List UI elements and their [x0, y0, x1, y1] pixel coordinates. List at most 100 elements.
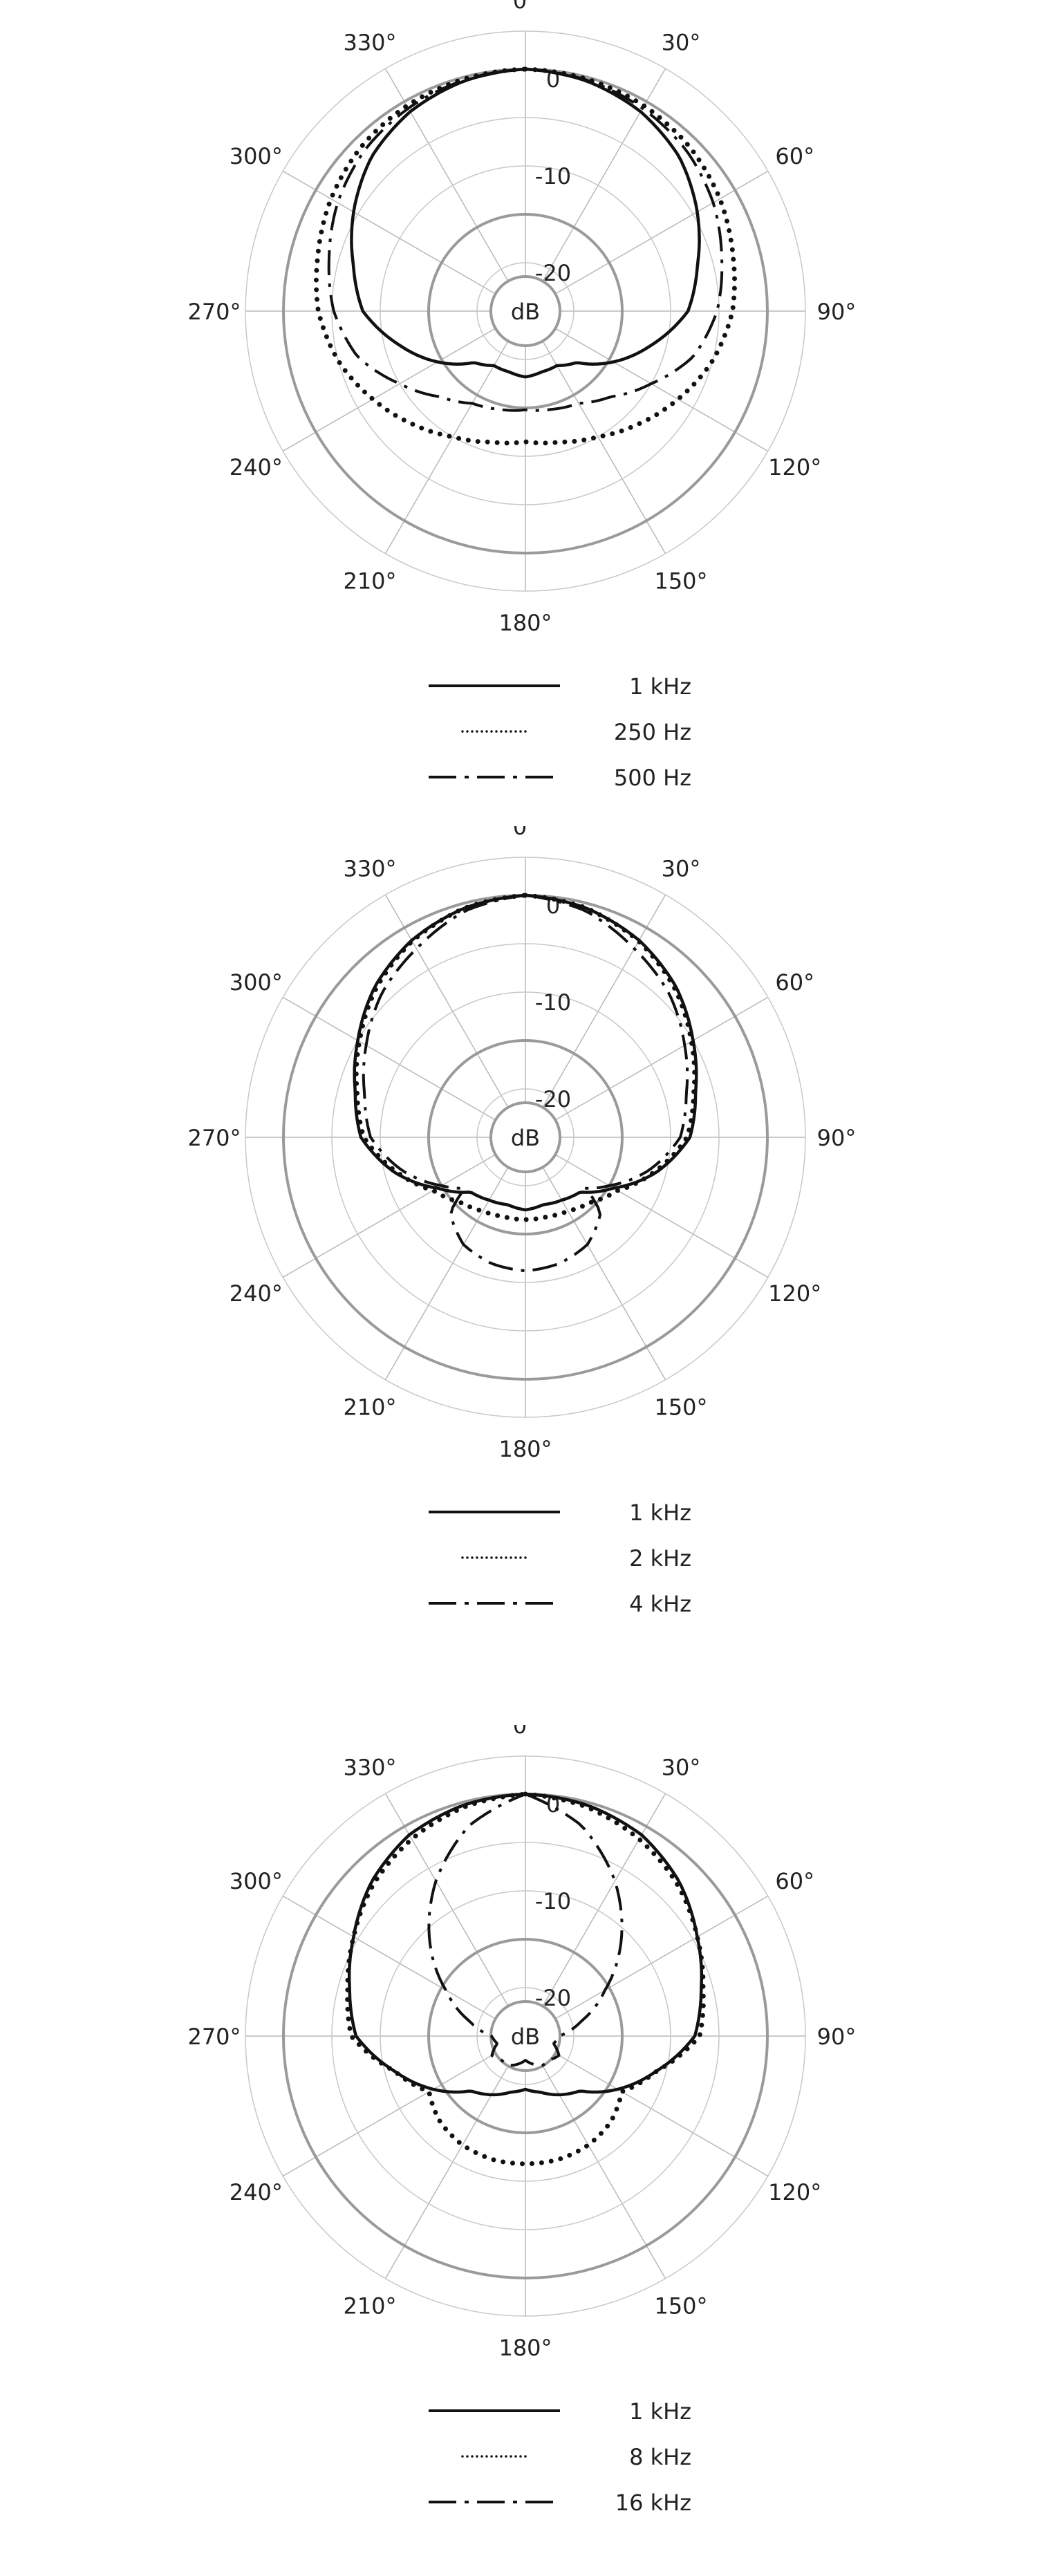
angle-label: 60° [775, 143, 814, 169]
legend-line-dashdot [429, 776, 560, 778]
grid-ring [380, 165, 671, 457]
angle-label: 150° [654, 1394, 707, 1421]
angle-label: 270° [187, 299, 241, 325]
grid-spoke [384, 68, 509, 282]
angle-label: 300° [230, 969, 283, 996]
angle-label: 210° [343, 2293, 396, 2320]
grid-ring [476, 262, 574, 360]
grid-spoke [542, 340, 666, 554]
angle-label: 270° [187, 2024, 241, 2050]
grid-spoke [384, 894, 509, 1108]
grid-ring [380, 991, 671, 1283]
legend-line-dashdot [429, 2501, 560, 2503]
grid-spoke [282, 328, 496, 452]
angle-label: 210° [343, 1394, 396, 1421]
grid-spoke [554, 328, 769, 452]
legend-line-solid [429, 1511, 560, 1513]
angle-label: 300° [230, 1868, 283, 1894]
grid-spoke [282, 2053, 496, 2177]
grid-ring [331, 1842, 720, 2230]
legend-line-solid [429, 2409, 560, 2412]
grid-ring [380, 1890, 671, 2182]
legend-line-solid [429, 684, 560, 687]
angle-label: 300° [230, 143, 283, 169]
grid-spoke [384, 2065, 509, 2279]
legend-1: 1 kHz 250 Hz 500 Hz [0, 664, 1037, 830]
grid-ring [331, 943, 720, 1332]
radial-label-db: dB [511, 2024, 540, 2050]
angle-label: 330° [343, 29, 396, 55]
legend-label: 8 kHz [629, 2444, 691, 2470]
legend-label: 1 kHz [629, 1500, 691, 1526]
angle-label: 150° [654, 2293, 707, 2320]
angle-label: 60° [775, 1868, 814, 1894]
grid-ring [427, 1039, 624, 1235]
angle-label: 240° [230, 454, 283, 480]
grid-spoke [542, 1166, 666, 1381]
angle-label: 240° [230, 1280, 283, 1307]
polar-plot-panel-2: 0°30°60°90°120°150°180°210°240°270°300°3… [0, 826, 1037, 1656]
grid-spoke [554, 1154, 769, 1278]
polar-grid [245, 30, 806, 592]
grid-spoke [384, 1166, 509, 1381]
radial-label-db: dB [511, 299, 540, 325]
grid-outer-ring [245, 857, 806, 1418]
grid-spoke [554, 170, 769, 295]
angle-label: 120° [768, 454, 821, 480]
angle-label: 330° [343, 855, 396, 881]
legend-2: 1 kHz 2 kHz 4 kHz [0, 1490, 1037, 1656]
grid-outer-ring [245, 1755, 806, 2317]
radial-label: -20 [535, 1985, 571, 2011]
radial-label: -10 [535, 1888, 571, 1914]
grid-ring [331, 117, 720, 505]
grid-spoke [554, 996, 769, 1121]
grid-spoke [542, 894, 666, 1108]
grid-outer-ring [245, 30, 806, 592]
legend-line-dashdot [429, 1602, 560, 1605]
grid-ring [427, 213, 624, 409]
angle-label: 90° [817, 299, 857, 325]
series-curve-solid [353, 893, 698, 1212]
angle-label: 60° [775, 969, 814, 996]
legend-label: 1 kHz [629, 2398, 691, 2425]
grid-ring [427, 1938, 624, 2134]
angle-label: 0° [513, 1725, 538, 1739]
angle-label: 210° [343, 568, 396, 595]
angle-label: 270° [187, 1125, 241, 1151]
series-curve-dashdot [427, 1793, 624, 2067]
legend-label: 16 kHz [615, 2490, 691, 2516]
series-curve-dotted [353, 893, 698, 1222]
series-curve-dashdot [327, 68, 724, 412]
angle-label: 90° [817, 1125, 857, 1151]
angle-label: 180° [498, 610, 552, 636]
radial-label: -10 [535, 989, 571, 1016]
grid-spoke [282, 1154, 496, 1278]
grid-center-ring [489, 275, 561, 347]
angle-label: 180° [498, 2335, 552, 2361]
series-curve-dotted [345, 1791, 706, 2167]
grid-spoke [554, 1895, 769, 2019]
grid-center-ring [489, 1101, 561, 1173]
angle-label: 30° [662, 29, 701, 55]
angle-label: 150° [654, 568, 707, 595]
polar-plot-2: 0°30°60°90°120°150°180°210°240°270°300°3… [187, 826, 857, 1462]
grid-spoke [282, 996, 496, 1121]
series-curve-solid [350, 67, 701, 379]
grid-spoke [542, 2065, 666, 2279]
radial-label: -20 [535, 1086, 571, 1112]
polar-plot-panel-3: 0°30°60°90°120°150°180°210°240°270°300°3… [0, 1725, 1037, 2568]
legend-line-dotted [461, 2455, 529, 2458]
polar-plot-panel-1: 0°30°60°90°120°150°180°210°240°270°300°3… [0, 0, 1037, 830]
series-curve-dotted [313, 66, 738, 446]
angle-label: 120° [768, 1280, 821, 1307]
grid-spoke [554, 2053, 769, 2177]
polar-plot-3: 0°30°60°90°120°150°180°210°240°270°300°3… [187, 1725, 857, 2361]
legend-label: 1 kHz [629, 673, 691, 700]
radial-label: -20 [535, 260, 571, 286]
angle-label: 330° [343, 1754, 396, 1780]
angle-label: 90° [817, 2024, 857, 2050]
grid-ring [476, 1987, 574, 2085]
series-curve-dashdot [362, 894, 689, 1273]
grid-spoke [282, 1895, 496, 2019]
legend-label: 4 kHz [629, 1591, 691, 1617]
